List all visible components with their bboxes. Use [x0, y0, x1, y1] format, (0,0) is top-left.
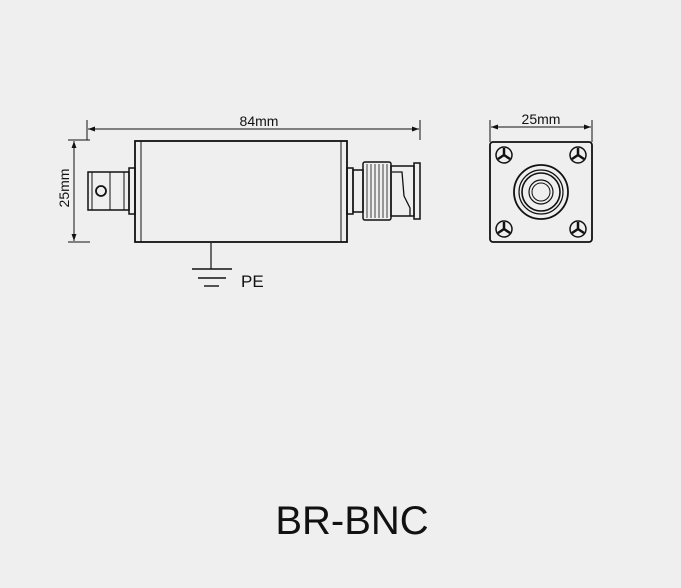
model-title: BR-BNC [275, 499, 428, 543]
length-dimension: 84mm [86, 113, 421, 140]
screw-icon [495, 220, 513, 238]
screw-icon [569, 220, 587, 238]
length-label: 84mm [240, 113, 279, 129]
ground-label: PE [241, 272, 264, 291]
screw-icon [495, 146, 513, 164]
left-bnc-connector [87, 167, 136, 215]
height-label: 25mm [56, 169, 72, 208]
ground-symbol: PE [192, 243, 264, 291]
side-view: 84mm 25mm [56, 113, 421, 291]
bnc-socket [513, 164, 569, 220]
screw-icon [569, 146, 587, 164]
width-label: 25mm [522, 111, 561, 127]
mounting-holes [495, 146, 587, 238]
end-view: 25mm [489, 111, 593, 243]
end-flange [489, 141, 593, 243]
right-bnc-connector [346, 161, 421, 221]
width-dimension: 25mm [489, 111, 593, 142]
protector-body [134, 140, 348, 243]
height-dimension: 25mm [56, 139, 90, 243]
